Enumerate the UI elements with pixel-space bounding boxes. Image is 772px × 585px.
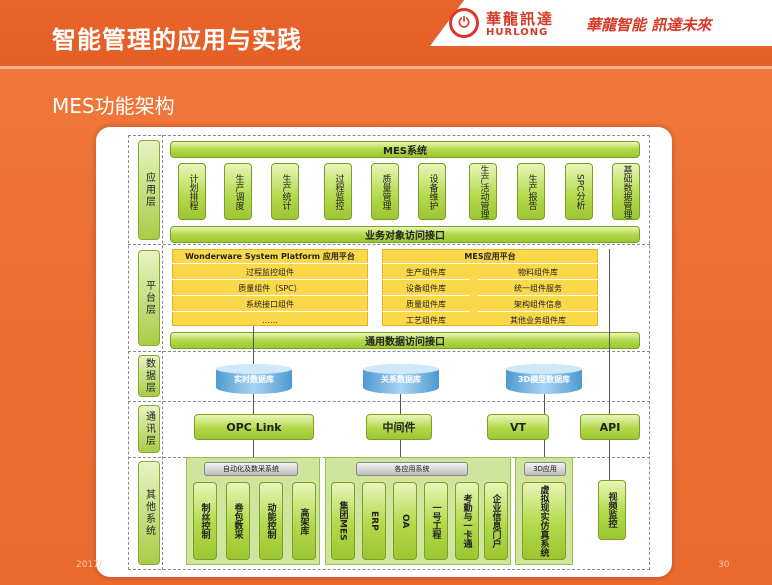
layer-divider bbox=[128, 401, 650, 402]
module-monitor: 过程监控 bbox=[324, 163, 352, 220]
module-report: 生产报告 bbox=[517, 163, 545, 220]
layer-label-data: 数据层 bbox=[138, 355, 160, 397]
business-interface-bar: 业务对象访问接口 bbox=[170, 226, 640, 243]
system-item: 集团MES bbox=[331, 482, 355, 560]
layer-label-app: 应用层 bbox=[138, 140, 160, 240]
mes-platform-panel bbox=[382, 249, 598, 326]
page-number: 30 bbox=[718, 560, 730, 570]
connector-arrow bbox=[400, 440, 401, 462]
data-interface-bar: 通用数据访问接口 bbox=[170, 332, 640, 349]
mes-system-bar: MES系统 bbox=[170, 141, 640, 158]
title-divider bbox=[0, 66, 772, 69]
module-quality: 质量管理 bbox=[371, 163, 399, 220]
module-dispatch: 生产调度 bbox=[224, 163, 252, 220]
middleware-box: 中间件 bbox=[366, 414, 432, 440]
connector-arrow bbox=[544, 440, 545, 462]
platform-component: 工艺组件库 bbox=[382, 313, 470, 328]
layer-label-comm: 通讯层 bbox=[138, 405, 160, 453]
module-basedata: 基础数据管理 bbox=[612, 163, 640, 220]
realtime-db: 实时数据库 bbox=[216, 364, 292, 394]
system-item: 虚拟现实仿真系统 bbox=[522, 482, 566, 560]
platform-component: 生产组件库 bbox=[382, 265, 470, 280]
platform-component: 质量组件库 bbox=[382, 297, 470, 312]
platform-component: 统一组件服务 bbox=[478, 281, 598, 296]
platform-component: 系统接口组件 bbox=[172, 297, 368, 312]
system-item: 考勤与一卡通 bbox=[455, 482, 479, 560]
module-activity: 生产活动管理 bbox=[469, 163, 497, 220]
3d-group-title: 3D应用 bbox=[524, 462, 566, 476]
module-plan: 计划排程 bbox=[178, 163, 206, 220]
logo-slogan: 華龍智能 訊達未來 bbox=[586, 16, 712, 34]
system-item: 企业信息门户 bbox=[484, 482, 508, 560]
platform-component: 其他业务组件库 bbox=[478, 313, 598, 328]
api-box: API bbox=[580, 414, 640, 440]
system-item: 卷包数采 bbox=[226, 482, 250, 560]
layer-divider bbox=[128, 244, 650, 245]
footer-date: 2017/ bbox=[76, 560, 102, 570]
layer-divider bbox=[128, 351, 650, 352]
platform-component: 质量组件（SPC） bbox=[172, 281, 368, 296]
platform-component: 物料组件库 bbox=[478, 265, 598, 280]
connector-arrow bbox=[400, 394, 401, 414]
logo-icon: ⏻ bbox=[449, 8, 479, 38]
platform-component: 架构组件信息 bbox=[478, 297, 598, 312]
system-item: 一号工程 bbox=[424, 482, 448, 560]
connector-arrow bbox=[609, 440, 610, 482]
wonderware-title: Wonderware System Platform 应用平台 bbox=[172, 249, 368, 264]
system-item: 高架库 bbox=[292, 482, 316, 560]
architecture-diagram bbox=[128, 135, 650, 570]
module-stats: 生产统计 bbox=[271, 163, 299, 220]
slide-subtitle: MES功能架构 bbox=[52, 94, 175, 118]
platform-component: …… bbox=[172, 313, 368, 328]
connector-arrow bbox=[253, 326, 254, 364]
system-item: 制丝控制 bbox=[193, 482, 217, 560]
layer-label-other: 其他系统 bbox=[138, 461, 160, 565]
platform-component: 设备组件库 bbox=[382, 281, 470, 296]
video-monitor-item: 视频监控 bbox=[598, 480, 626, 540]
wonderware-panel bbox=[172, 249, 368, 326]
logo-text-en: HURLONG bbox=[486, 27, 549, 38]
opc-link-box: OPC Link bbox=[194, 414, 314, 440]
platform-component: 过程监控组件 bbox=[172, 265, 368, 280]
layer-divider-vertical bbox=[162, 135, 163, 570]
module-spc: SPC分析 bbox=[565, 163, 593, 220]
automation-group-title: 自动化及数采系统 bbox=[204, 462, 298, 476]
logo-panel bbox=[430, 0, 772, 46]
apps-group-title: 各应用系统 bbox=[356, 462, 468, 476]
3d-model-db: 3D模型数据库 bbox=[506, 364, 582, 394]
connector-arrow bbox=[609, 249, 610, 414]
layer-label-platform: 平台层 bbox=[138, 250, 160, 346]
mes-platform-title: MES应用平台 bbox=[382, 249, 598, 264]
connector-arrow bbox=[544, 394, 545, 414]
connector-arrow bbox=[253, 394, 254, 414]
connector-arrow bbox=[253, 440, 254, 462]
vt-box: VT bbox=[487, 414, 549, 440]
system-item: 动能控制 bbox=[259, 482, 283, 560]
logo-text-cn: 華龍訊達 bbox=[486, 10, 555, 28]
module-equipment: 设备维护 bbox=[418, 163, 446, 220]
slide-title: 智能管理的应用与实践 bbox=[52, 26, 302, 54]
relational-db: 关系数据库 bbox=[363, 364, 439, 394]
system-item: OA bbox=[393, 482, 417, 560]
system-item: ERP bbox=[362, 482, 386, 560]
